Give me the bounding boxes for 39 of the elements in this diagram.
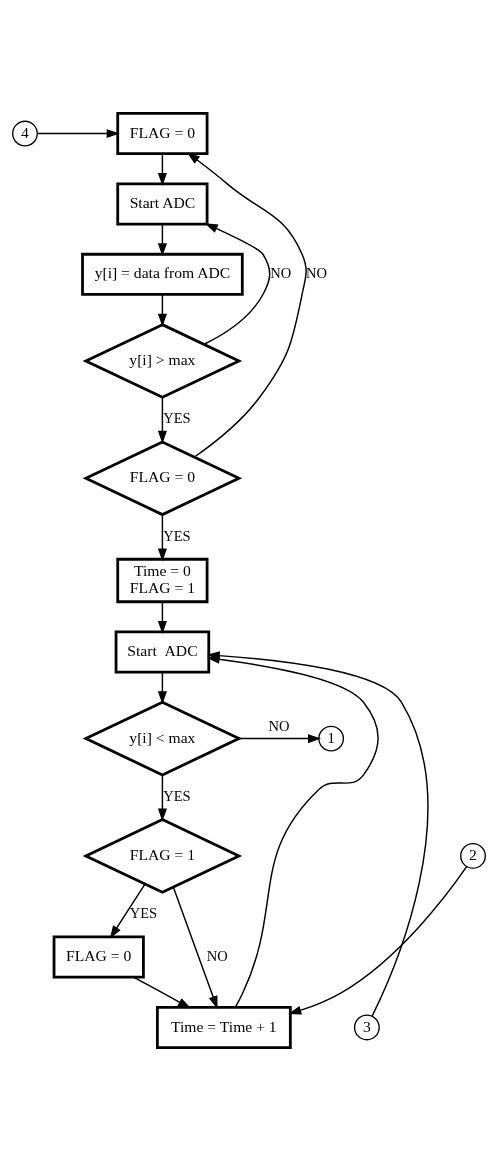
arrow: [157, 223, 167, 256]
node-circle: 3: [353, 1013, 380, 1040]
edge-label: YES: [129, 904, 158, 921]
edge-label: NO: [206, 947, 228, 964]
arrow: [109, 882, 146, 939]
arrow: [157, 773, 167, 821]
arrow: [157, 152, 167, 186]
node-diamond: FLAG = 1: [82, 817, 243, 894]
node-diamond: y[i] > max: [82, 322, 243, 399]
node-diamond: y[i] < max: [82, 700, 243, 776]
node-circle: 1: [318, 725, 345, 752]
arrow: [238, 733, 321, 743]
edge-label: NO: [270, 264, 292, 281]
arrow: [157, 600, 167, 634]
arrow: [203, 222, 271, 345]
arrow: [157, 513, 167, 561]
arrow: [288, 865, 468, 1015]
arrow: [157, 293, 167, 327]
arrow: [187, 151, 307, 458]
node-circle: 2: [460, 842, 486, 869]
arrow: [172, 886, 218, 1009]
node-diamond: FLAG = 0: [82, 439, 243, 516]
edge-label: YES: [163, 409, 191, 426]
node-circle: 4: [12, 120, 38, 147]
node-box: FLAG = 0: [52, 935, 145, 979]
node-box: Start ADC: [116, 181, 209, 225]
node-box: Start ADC: [114, 630, 211, 673]
edge-label: YES: [163, 527, 191, 544]
arrow: [36, 128, 120, 138]
node-box: y[i] = data from ADC: [81, 252, 244, 296]
node-box: FLAG = 0: [116, 111, 209, 155]
edge-label: YES: [163, 787, 191, 804]
node-box: Time = Time + 1: [156, 1005, 292, 1049]
arrow: [157, 396, 167, 444]
arrow: [157, 671, 167, 704]
node-box: Time = 0 FLAG = 1: [116, 557, 209, 603]
edge-label: NO: [268, 717, 290, 734]
edge-label: NO: [306, 264, 328, 281]
arrow: [133, 976, 191, 1008]
